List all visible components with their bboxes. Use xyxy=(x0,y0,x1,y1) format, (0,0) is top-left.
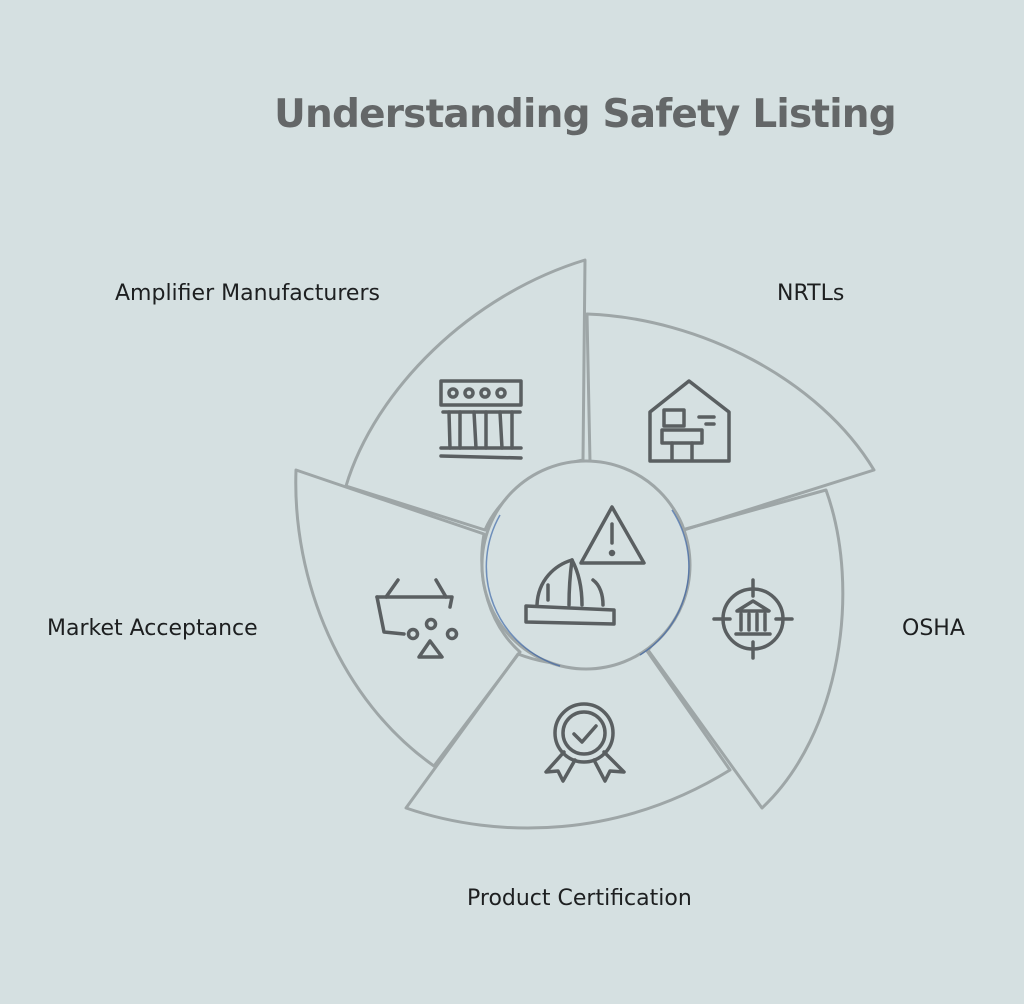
segment-label-nrtls: NRTLs xyxy=(777,281,845,306)
basket-shapes-icon xyxy=(375,578,459,659)
segment-label-osha: OSHA xyxy=(902,616,965,641)
center-hub xyxy=(480,459,692,671)
segment-label-amplifier-manufacturers: Amplifier Manufacturers xyxy=(115,281,380,306)
segment-label-market-acceptance: Market Acceptance xyxy=(47,616,258,641)
factory-columns-icon xyxy=(439,379,523,460)
segment-label-product-certification: Product Certification xyxy=(467,886,692,911)
target-government-building-icon xyxy=(712,578,794,660)
certified-badge-icon xyxy=(544,702,626,783)
lab-building-icon xyxy=(648,379,731,463)
hard-hat-warning-icon xyxy=(524,505,646,626)
page-title: Understanding Safety Listing xyxy=(274,92,897,137)
segment-market-acceptance xyxy=(294,468,522,768)
